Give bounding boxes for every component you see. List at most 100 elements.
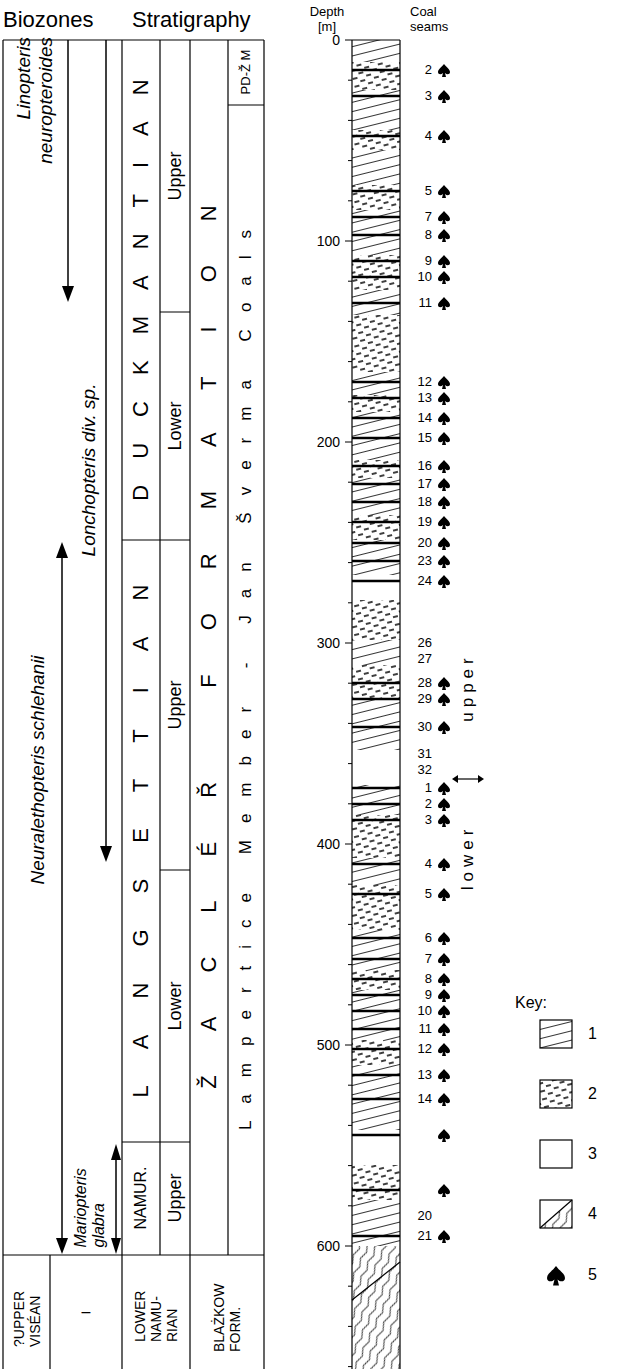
seam-number: 8	[425, 972, 432, 987]
arrow-head	[478, 775, 484, 783]
seam-number: 31	[418, 747, 432, 762]
legend-title: Key:	[515, 994, 547, 1012]
depth-value: 0	[332, 32, 340, 48]
table-cell: –	[82, 1303, 91, 1321]
biozone-name: Neuralethopteris schlehanii	[27, 655, 49, 884]
table-grid	[3, 40, 264, 1369]
coal-symbol	[438, 1093, 450, 1106]
coal-symbol	[438, 130, 450, 143]
coal-symbol	[438, 255, 450, 268]
sandstone-band	[352, 1040, 400, 1065]
seam-number: 32	[418, 763, 432, 778]
coal-symbol	[438, 297, 450, 310]
coal-symbol	[438, 1043, 450, 1056]
coal-symbol	[438, 185, 450, 198]
axis-title: Depth [m]	[306, 5, 348, 35]
seam-number: 9	[425, 988, 432, 1003]
arrow-head	[62, 286, 74, 302]
coal-symbol	[438, 460, 450, 473]
column-border	[352, 40, 400, 1369]
substage-name: Upper	[165, 680, 186, 729]
shale-band	[352, 1200, 400, 1246]
seam-number: 17	[418, 477, 432, 492]
shale-band	[352, 930, 400, 970]
seam-number: 29	[418, 692, 432, 707]
biozone-name: Lonchopteris div. sp.	[78, 384, 100, 557]
coal-symbol	[438, 721, 450, 734]
seam-number: 4	[425, 857, 432, 872]
coal-symbol	[438, 376, 450, 389]
sandstone-band	[352, 62, 400, 90]
coal-symbol	[438, 932, 450, 945]
depth-value: 100	[317, 233, 340, 249]
legend-symbol	[547, 1266, 565, 1286]
coal-symbol	[438, 90, 450, 103]
seam-number: 7	[425, 210, 432, 225]
seam-group: lower	[458, 825, 478, 896]
sandstone-band	[352, 315, 400, 372]
biozone-name: Linopteris neuropteroides	[13, 37, 57, 187]
coal-symbol	[438, 432, 450, 445]
arrow-head	[111, 1144, 121, 1160]
coal-symbol	[438, 953, 450, 966]
seam-number: 7	[425, 952, 432, 967]
seam-number: 8	[425, 228, 432, 243]
coal-seam-symbols	[438, 64, 450, 1243]
seam-number: 16	[418, 459, 432, 474]
coal-symbol	[438, 271, 450, 284]
seam-number: 10	[418, 270, 432, 285]
legend-swatch	[540, 1140, 572, 1168]
seam-number: 26	[418, 636, 432, 651]
legend-label: 4	[588, 1205, 597, 1223]
legend-label: 2	[588, 1085, 597, 1103]
coal-symbol	[438, 211, 450, 224]
shale-band	[352, 150, 400, 185]
seam-number: 20	[418, 1209, 432, 1224]
coal-symbol	[438, 989, 450, 1002]
seam-number: 11	[419, 1022, 433, 1037]
seam-number: 12	[418, 375, 432, 390]
coal-symbol	[438, 1184, 450, 1197]
stage-name: DUCKMANTIAN	[128, 53, 153, 526]
depth-value: 600	[317, 1238, 340, 1254]
shale-band	[352, 40, 400, 62]
seam-number: 13	[418, 1068, 432, 1083]
seam-number: 10	[418, 1004, 432, 1019]
substage-name: Lower	[165, 981, 186, 1030]
coal-symbol	[438, 814, 450, 827]
coal-symbol	[438, 555, 450, 568]
stage-name: LOWER NAMU- RIAN	[132, 1282, 180, 1342]
legend-swatch	[540, 1020, 572, 1048]
seam-group: upper	[458, 653, 478, 726]
seam-number: 2	[425, 797, 432, 812]
coal-symbol	[438, 1069, 450, 1082]
sandstone-band	[352, 815, 400, 858]
seam-number: 20	[418, 536, 432, 551]
sandstone-band	[352, 1165, 400, 1200]
coal-symbol	[438, 1129, 450, 1142]
coal-symbol	[438, 392, 450, 405]
axis-title: Coal seams	[410, 5, 456, 35]
coal-symbol	[438, 693, 450, 706]
arrow-head	[56, 1238, 68, 1254]
shale-band	[352, 700, 400, 750]
arrow-head	[56, 542, 68, 558]
seam-number: 12	[418, 1042, 432, 1057]
depth-value: 200	[317, 434, 340, 450]
coal-seam-lines	[352, 70, 400, 1236]
seam-number: 28	[418, 676, 432, 691]
seam-number: 11	[419, 296, 433, 311]
seam-number: 19	[418, 515, 432, 530]
coal-symbol	[438, 677, 450, 690]
coal-symbol	[438, 575, 450, 588]
seam-number: 24	[418, 574, 432, 589]
range-arrow	[61, 556, 63, 1240]
seam-number: 4	[425, 129, 432, 144]
sandstone-band	[352, 515, 400, 540]
seam-number: 1	[425, 781, 432, 796]
seam-number: 6	[425, 931, 432, 946]
seam-number: 5	[425, 887, 432, 902]
